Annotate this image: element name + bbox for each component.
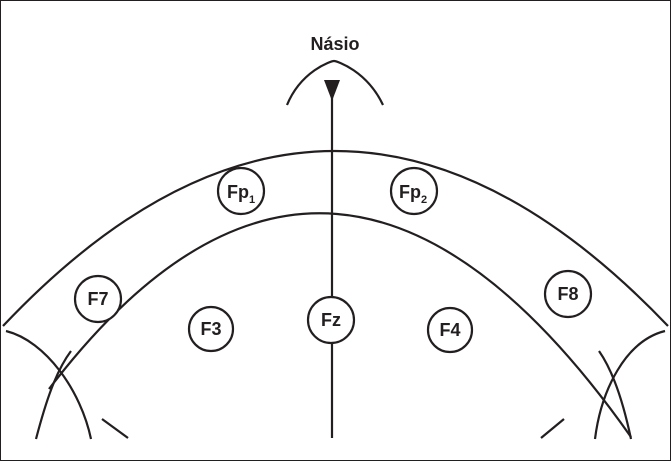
electrode-f4: F4 bbox=[426, 306, 474, 354]
nose-outline bbox=[285, 59, 384, 106]
left-ear-arc bbox=[5, 329, 93, 440]
left-ear-tick bbox=[101, 418, 129, 439]
electrode-fz: Fz bbox=[306, 295, 356, 345]
electrode-fp1: Fp1 bbox=[216, 166, 266, 216]
electrode-f8: F8 bbox=[543, 269, 593, 319]
left-ear-arc-inner bbox=[34, 350, 72, 440]
electrode-fp2-label: Fp2 bbox=[399, 182, 427, 206]
electrode-fz-label: Fz bbox=[321, 310, 341, 330]
electrode-fp1-label: Fp1 bbox=[227, 182, 255, 206]
electrode-f3: F3 bbox=[187, 305, 235, 353]
electrode-f8-label: F8 bbox=[557, 284, 578, 304]
electrode-f4-label: F4 bbox=[439, 320, 460, 340]
electrode-f3-label: F3 bbox=[200, 319, 221, 339]
right-ear-tick bbox=[540, 418, 565, 439]
electrode-arc bbox=[48, 212, 632, 438]
head-outline bbox=[2, 149, 669, 327]
nasion-arrow-icon bbox=[324, 80, 340, 101]
right-ear-arc bbox=[593, 329, 666, 440]
right-ear-arc-inner bbox=[598, 350, 633, 440]
electrode-f7-label: F7 bbox=[87, 289, 108, 309]
electrode-f7: F7 bbox=[73, 274, 123, 324]
nasion-label: Násio bbox=[310, 34, 359, 54]
electrode-fp2: Fp2 bbox=[389, 166, 439, 216]
